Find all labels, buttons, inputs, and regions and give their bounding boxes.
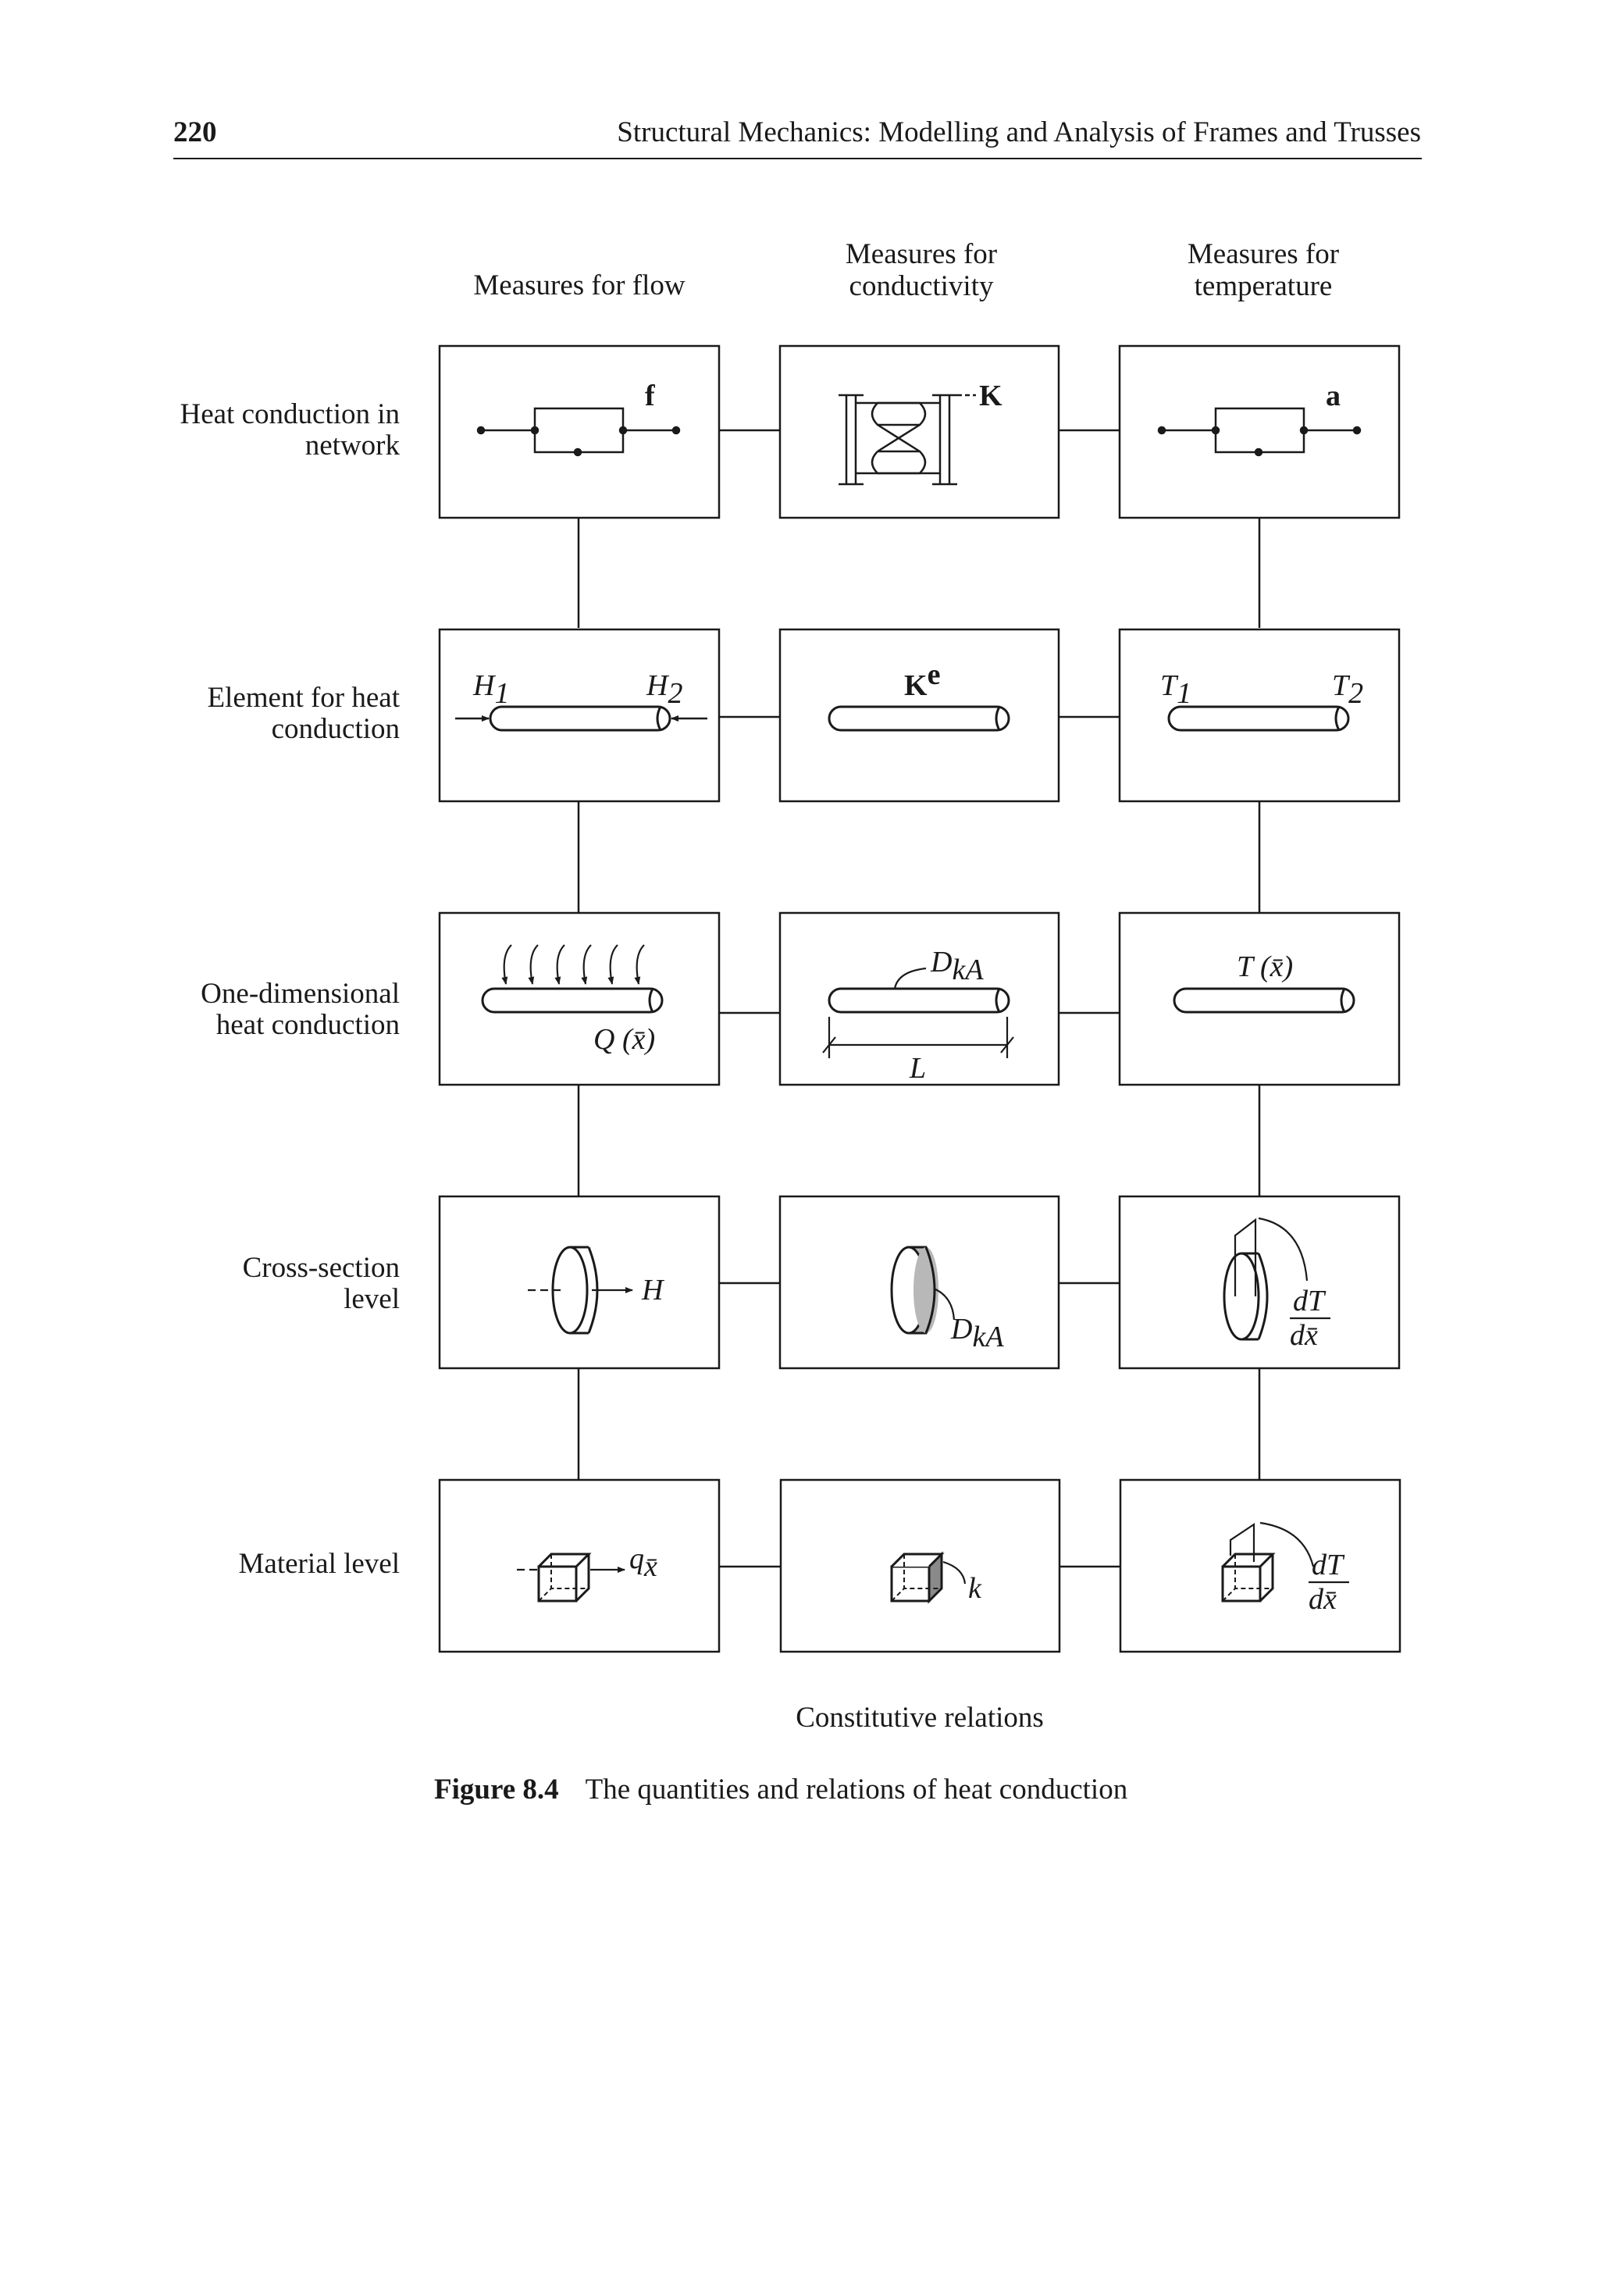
row-heading-cross-section-text: Cross-section level (242, 1252, 400, 1315)
box-1d-temperature (1118, 911, 1401, 1086)
row-heading-one-dimensional-text: One-dimensional heat conduction (201, 978, 400, 1041)
box-element-flow (438, 628, 721, 803)
box-material-temperature (1119, 1478, 1401, 1653)
box-network-conductivity (778, 344, 1060, 519)
conductance-bar-diagram (822, 967, 1014, 1058)
conductance-symbol: DkA (930, 946, 984, 986)
box-element-temperature (1118, 628, 1401, 803)
box-1d-flow (438, 911, 721, 1086)
box-section-flow (438, 1195, 721, 1370)
material-flow-diagram (517, 1553, 625, 1603)
box-material-conductivity (779, 1478, 1061, 1653)
column-heading-temperature-text: Measures for temperature (1187, 238, 1340, 302)
figure-caption: Figure 8.4 The quantities and relations o… (434, 1773, 1127, 1806)
network-flow-diagram (476, 407, 681, 457)
material-conductivity-diagram (890, 1551, 967, 1604)
row-heading-element: Element for heat conduction (72, 683, 400, 745)
section-gradient-numerator: dT (1293, 1285, 1327, 1317)
box-network-flow (438, 344, 721, 519)
row-heading-network: Heat conduction in network (72, 399, 400, 462)
section-flow-symbol: H (641, 1274, 665, 1307)
bottom-caption: Constitutive relations (796, 1702, 1044, 1734)
element-temperature-1-symbol: T1 (1160, 669, 1191, 710)
material-gradient-denominator: dx̄ (1309, 1583, 1337, 1616)
temperature-field-diagram (1173, 987, 1355, 1014)
element-temperature-diagram (1167, 705, 1350, 732)
network-temperature-diagram (1157, 407, 1362, 457)
page-number: 220 (173, 116, 217, 148)
temperature-vector-symbol: a (1326, 380, 1341, 412)
section-flow-diagram (528, 1246, 633, 1335)
box-element-conductivity (778, 628, 1060, 803)
section-conductance-symbol: DkA (950, 1313, 1004, 1353)
row-heading-material: Material level (238, 1548, 400, 1580)
box-section-conductivity (778, 1195, 1060, 1370)
header-rule (173, 158, 1422, 159)
cell-boxes (438, 344, 1401, 1653)
figure-label: Figure 8.4 (434, 1774, 559, 1806)
conductivity-matrix-symbol: K (979, 380, 1002, 412)
flow-vector-symbol: f (645, 380, 656, 412)
box-section-temperature (1118, 1195, 1401, 1370)
box-1d-conductivity (778, 911, 1060, 1086)
connector-lines (577, 429, 1261, 1568)
element-conductivity-diagram (828, 705, 1010, 732)
column-heading-conductivity-text: Measures for conductivity (845, 238, 998, 302)
row-heading-cross-section: Cross-section level (72, 1253, 400, 1315)
section-gradient-denominator: dx̄ (1290, 1319, 1318, 1352)
column-heading-conductivity: Measures for conductivity (757, 238, 1085, 302)
distributed-flow-symbol: Q (x̄) (593, 1023, 655, 1056)
conductivity-matrix-diagram (839, 394, 976, 486)
element-flow-1-symbol: H1 (472, 669, 509, 710)
section-gradient-diagram (1223, 1217, 1309, 1341)
row-heading-element-text: Element for heat conduction (207, 682, 400, 745)
figure-caption-text: The quantities and relations of heat con… (585, 1774, 1128, 1806)
distributed-flow-diagram (481, 944, 664, 1014)
element-flow-diagram (455, 705, 707, 732)
row-heading-one-dimensional: One-dimensional heat conduction (72, 979, 400, 1041)
column-heading-temperature: Measures for temperature (1099, 238, 1427, 302)
box-material-flow (438, 1478, 721, 1653)
material-flow-symbol: qx̄ (629, 1542, 657, 1583)
material-gradient-diagram (1221, 1521, 1315, 1603)
temperature-field-symbol: T (x̄) (1237, 950, 1293, 983)
length-symbol: L (909, 1052, 926, 1085)
material-conductivity-symbol: k (968, 1572, 982, 1605)
column-heading-flow: Measures for flow (473, 269, 686, 301)
element-conductivity-symbol: Ke (904, 658, 940, 702)
box-network-temperature (1118, 344, 1401, 519)
material-gradient-numerator: dT (1312, 1549, 1345, 1581)
running-title: Structural Mechanics: Modelling and Anal… (617, 116, 1421, 148)
row-heading-network-text: Heat conduction in network (180, 398, 400, 462)
section-conductance-diagram (890, 1246, 956, 1335)
element-flow-2-symbol: H2 (646, 669, 682, 710)
element-temperature-2-symbol: T2 (1332, 669, 1363, 710)
